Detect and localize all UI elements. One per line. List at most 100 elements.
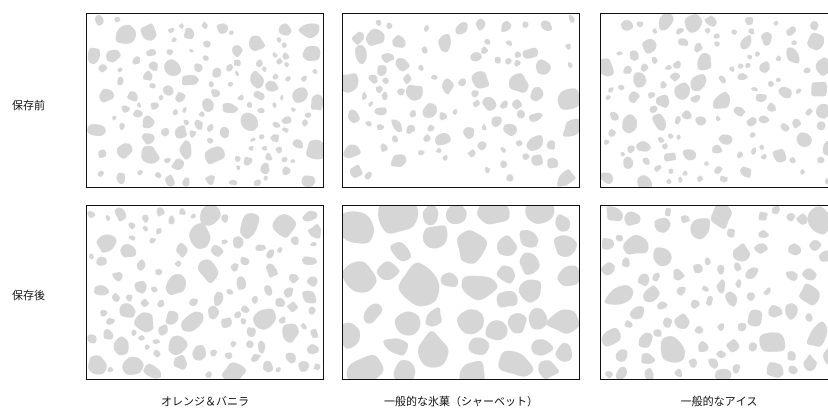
ice-crystal <box>226 64 233 72</box>
ice-crystal <box>175 125 187 138</box>
ice-crystal <box>481 47 488 54</box>
ice-crystal <box>312 69 317 74</box>
ice-crystal <box>797 132 812 147</box>
ice-crystal <box>565 44 570 50</box>
ice-crystal <box>211 245 223 257</box>
ice-crystal <box>768 81 774 87</box>
ice-crystal <box>141 24 157 41</box>
ice-crystal <box>796 213 807 224</box>
ice-crystal <box>759 212 768 221</box>
ice-crystal <box>691 300 700 309</box>
ice-crystal <box>733 243 750 261</box>
ice-crystal <box>422 46 428 53</box>
ice-crystal <box>712 145 722 154</box>
ice-crystal <box>482 124 487 130</box>
ice-crystal <box>184 28 194 39</box>
ice-crystal <box>179 23 184 28</box>
panel-ice-cream-after <box>600 205 828 380</box>
ice-crystal <box>554 235 577 257</box>
ice-crystal <box>758 230 769 238</box>
ice-crystal <box>500 161 507 168</box>
ice-crystal <box>424 25 429 32</box>
ice-crystal <box>199 111 205 116</box>
ice-crystal <box>195 120 203 130</box>
ice-crystal <box>98 171 104 177</box>
ice-crystal <box>633 72 646 87</box>
ice-crystal <box>807 322 827 347</box>
ice-crystal <box>677 287 686 296</box>
ice-crystal <box>705 28 711 33</box>
ice-crystal <box>497 266 515 284</box>
ice-crystal <box>117 173 126 184</box>
ice-crystal <box>670 73 680 82</box>
ice-crystal <box>352 32 364 45</box>
ice-crystal <box>256 245 266 251</box>
ice-crystal <box>668 134 673 139</box>
ice-crystal <box>223 103 239 113</box>
ice-crystal <box>190 130 197 137</box>
ice-crystal <box>719 134 733 144</box>
ice-crystal <box>129 236 136 241</box>
ice-crystal <box>773 149 787 162</box>
ice-crystal <box>137 170 143 175</box>
ice-crystal <box>621 152 625 156</box>
ice-crystal <box>455 22 467 34</box>
ice-crystal <box>254 180 261 186</box>
ice-crystal <box>508 313 527 333</box>
ice-crystal <box>776 78 781 82</box>
ice-crystal <box>629 91 640 102</box>
ice-crystal <box>89 253 94 259</box>
ice-crystal <box>95 15 104 26</box>
ice-crystal <box>119 123 125 130</box>
ice-crystal <box>122 105 130 112</box>
ice-crystal <box>191 214 196 219</box>
ice-crystal <box>643 158 650 165</box>
ice-crystal <box>175 261 182 267</box>
ice-crystal <box>761 154 767 159</box>
ice-crystal <box>194 63 202 72</box>
ice-crystal <box>682 110 692 119</box>
ice-crystal <box>168 28 174 33</box>
ice-crystal <box>695 326 703 334</box>
ice-crystal <box>749 342 757 351</box>
ice-crystal <box>221 214 228 222</box>
ice-crystal <box>238 95 244 101</box>
ice-crystal <box>761 32 772 46</box>
panel-ice-cream-before <box>600 13 828 188</box>
ice-crystal <box>457 309 484 334</box>
ice-crystal <box>273 52 278 57</box>
ice-crystal <box>377 65 386 76</box>
ice-crystal <box>807 206 828 234</box>
ice-crystal <box>779 87 792 98</box>
ice-crystal <box>759 61 769 72</box>
panel-sherbet-after <box>342 205 580 380</box>
ice-crystal <box>788 366 797 375</box>
ice-crystal <box>392 136 398 143</box>
ice-crystal <box>254 91 265 100</box>
ice-crystal <box>122 357 143 375</box>
ice-crystal <box>266 264 278 278</box>
ice-crystal <box>641 353 655 364</box>
ice-crystal <box>819 250 828 262</box>
ice-crystal <box>205 175 215 185</box>
ice-crystal <box>275 147 282 154</box>
ice-crystal <box>176 243 187 258</box>
ice-crystal <box>172 38 177 43</box>
ice-crystal <box>563 119 579 137</box>
ice-crystal <box>747 117 757 126</box>
ice-crystal <box>484 39 490 45</box>
ice-crystal <box>152 339 160 344</box>
ice-crystal <box>126 295 132 302</box>
ice-crystal <box>250 138 255 142</box>
ice-crystal <box>96 257 106 266</box>
ice-crystal <box>650 106 658 113</box>
ice-crystal <box>605 285 634 305</box>
ice-crystal <box>165 175 175 187</box>
ice-crystal <box>695 116 706 125</box>
ice-crystal <box>627 146 634 154</box>
ice-crystal <box>606 95 611 100</box>
ice-crystal <box>470 52 481 61</box>
ice-crystal <box>645 368 654 379</box>
ice-crystal <box>104 329 114 339</box>
ice-crystal <box>189 49 194 52</box>
